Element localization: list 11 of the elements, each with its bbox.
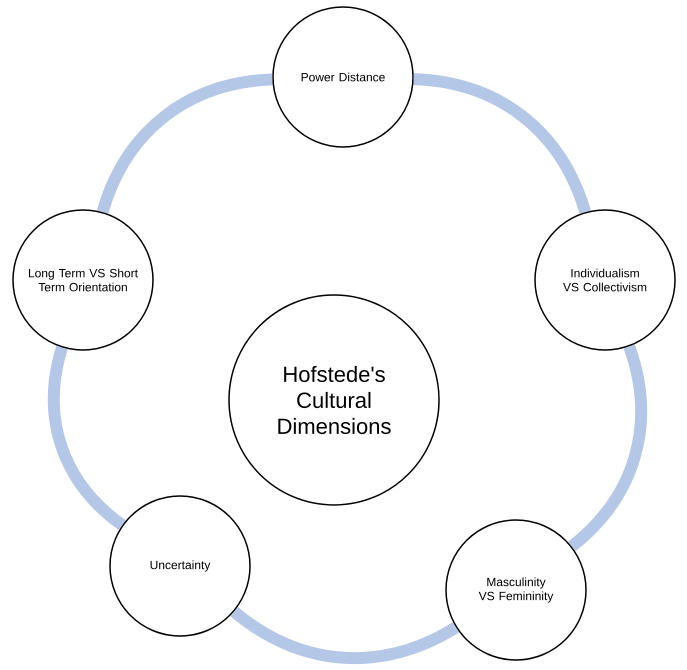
ring-arc [413, 73, 591, 214]
ring-arc [96, 73, 273, 214]
circle-node: Masculinity VS Femininity [445, 519, 587, 661]
circle-node: Individualism VS Collectivism [534, 209, 676, 351]
ring-arc [48, 346, 126, 530]
circle-node: Power Distance [272, 6, 414, 148]
circle-node: Hofstede's Cultural Dimensions [228, 294, 440, 506]
circle-node: Long Term VS Short Term Orientation [12, 209, 154, 351]
ring-arc [230, 606, 459, 664]
circle-node: Uncertainty [109, 495, 251, 637]
ring-arc [568, 344, 647, 551]
